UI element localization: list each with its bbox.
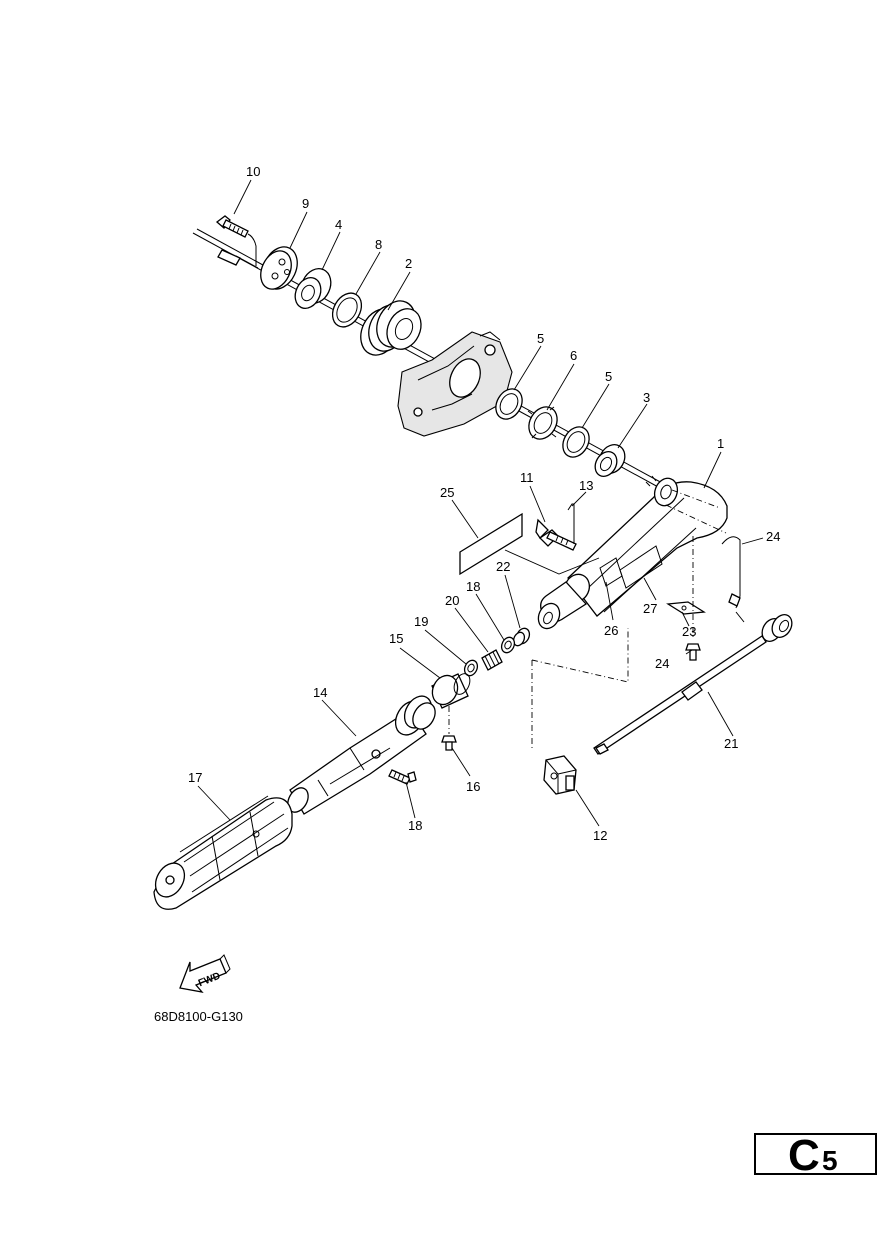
ring-5b — [562, 426, 590, 458]
plate-8 — [260, 246, 298, 290]
screw-23 — [685, 536, 701, 661]
callout-22: 23 — [682, 624, 696, 639]
nut-20 — [512, 627, 531, 647]
callout-23: 24 — [655, 656, 669, 671]
callout-15: 16 — [466, 779, 480, 794]
callout-18b: 19 — [414, 614, 428, 629]
collar-2 — [360, 300, 422, 356]
callout-11: 12 — [593, 828, 607, 843]
screw-15 — [441, 735, 457, 751]
callout-20: 22 — [496, 559, 510, 574]
grip-core-13 — [287, 695, 436, 815]
callout-13: 14 — [313, 685, 327, 700]
rod-21 — [593, 614, 793, 755]
bushing-4 — [294, 267, 332, 310]
callout-24: 24 — [766, 529, 780, 544]
bushing-3 — [594, 444, 626, 477]
diagram-code: 68D8100-G130 — [154, 1009, 243, 1024]
callout-18a: 18 — [466, 579, 480, 594]
clip-11 — [543, 755, 577, 795]
pin-12 — [567, 503, 575, 544]
callout-4: 4 — [335, 217, 342, 232]
callout-26: 26 — [604, 623, 618, 638]
callout-14: 15 — [389, 631, 403, 646]
ring-7 — [331, 292, 363, 328]
callout-6: 6 — [570, 348, 577, 363]
bolt-9 — [215, 215, 257, 266]
washer-18a — [500, 636, 516, 654]
callout-27: 27 — [643, 601, 657, 616]
spring-19 — [481, 649, 503, 671]
wing-bolt-10 — [535, 518, 577, 551]
ring-5a — [495, 388, 523, 420]
wire-24 — [721, 536, 745, 623]
grip-16 — [153, 795, 293, 910]
plate-22 — [666, 601, 706, 615]
callout-5a: 5 — [537, 331, 544, 346]
callout-10: 11 — [520, 470, 534, 485]
collar-14 — [431, 673, 471, 734]
decal-25 — [459, 512, 600, 576]
page-badge-number: 5 — [822, 1145, 838, 1176]
callout-25: 25 — [440, 485, 454, 500]
callout-9: 10 — [246, 164, 260, 179]
link-line-11 — [531, 628, 629, 750]
bracket-housing — [397, 331, 513, 437]
callout-12: 13 — [579, 478, 593, 493]
callout-7: 8 — [375, 237, 382, 252]
callout-1: 1 — [717, 436, 724, 451]
callout-8: 9 — [302, 196, 309, 211]
fwd-arrow-icon: FWD — [179, 954, 231, 993]
callout-16: 17 — [188, 770, 202, 785]
page-badge-letter: C — [788, 1131, 820, 1180]
page-badge: C 5 — [754, 1131, 877, 1180]
washer-18b — [463, 659, 479, 677]
cable-end — [217, 249, 259, 269]
callout-21: 21 — [724, 736, 738, 751]
leader-lines — [197, 179, 764, 827]
callout-labels: 10 9 4 8 2 5 6 5 3 1 11 13 25 24 22 18 2… — [188, 164, 780, 843]
washer-6 — [527, 406, 558, 440]
callout-3: 3 — [643, 390, 650, 405]
callout-5b: 5 — [605, 369, 612, 384]
tiller-arm-1 — [537, 475, 728, 630]
screw-17 — [388, 769, 417, 785]
callout-2: 2 — [405, 256, 412, 271]
callout-19: 20 — [445, 593, 459, 608]
callout-17: 18 — [408, 818, 422, 833]
